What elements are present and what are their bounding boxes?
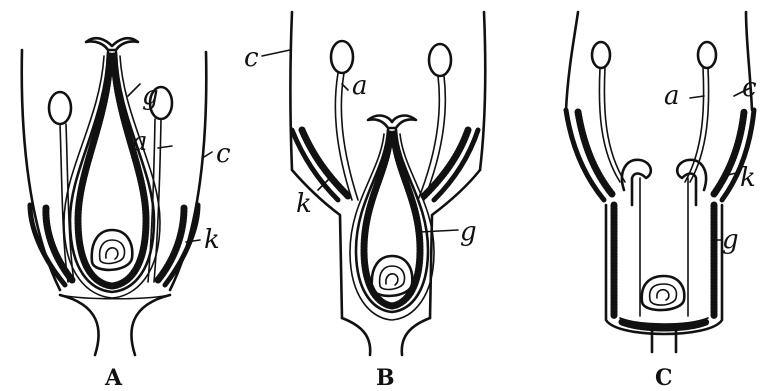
caption-c: C [655,365,673,391]
panel-c: a c k g C [566,12,757,391]
stigma-a [86,38,138,50]
label-a-k: k [204,225,220,255]
label-b-g: g [460,217,477,247]
label-c-k: k [740,163,756,193]
label-c-g: g [722,225,739,255]
label-a-a: a [132,127,148,157]
calyx-b [291,12,293,170]
label-b-a: a [352,71,368,101]
panel-a: g a c k A [22,38,231,391]
calyx-c [566,12,578,110]
anther-c-left [592,42,610,68]
anther-b-right [429,44,451,76]
receptacle-c [606,205,722,334]
label-a-c: c [216,139,231,169]
panel-b: c a k g B [244,12,485,391]
label-b-c: c [244,43,259,73]
label-a-g: g [142,81,159,111]
caption-a: A [104,365,123,391]
caption-b: B [376,365,395,391]
anther-a-left [49,92,71,124]
stigma-c-left [622,160,651,205]
label-b-k: k [296,189,312,219]
anther-b-left [331,41,353,73]
label-c-c: c [742,73,757,103]
anther-c-right [698,42,716,68]
corolla-c [566,110,604,200]
label-c-a: a [664,81,680,111]
stigma-b [368,116,416,128]
